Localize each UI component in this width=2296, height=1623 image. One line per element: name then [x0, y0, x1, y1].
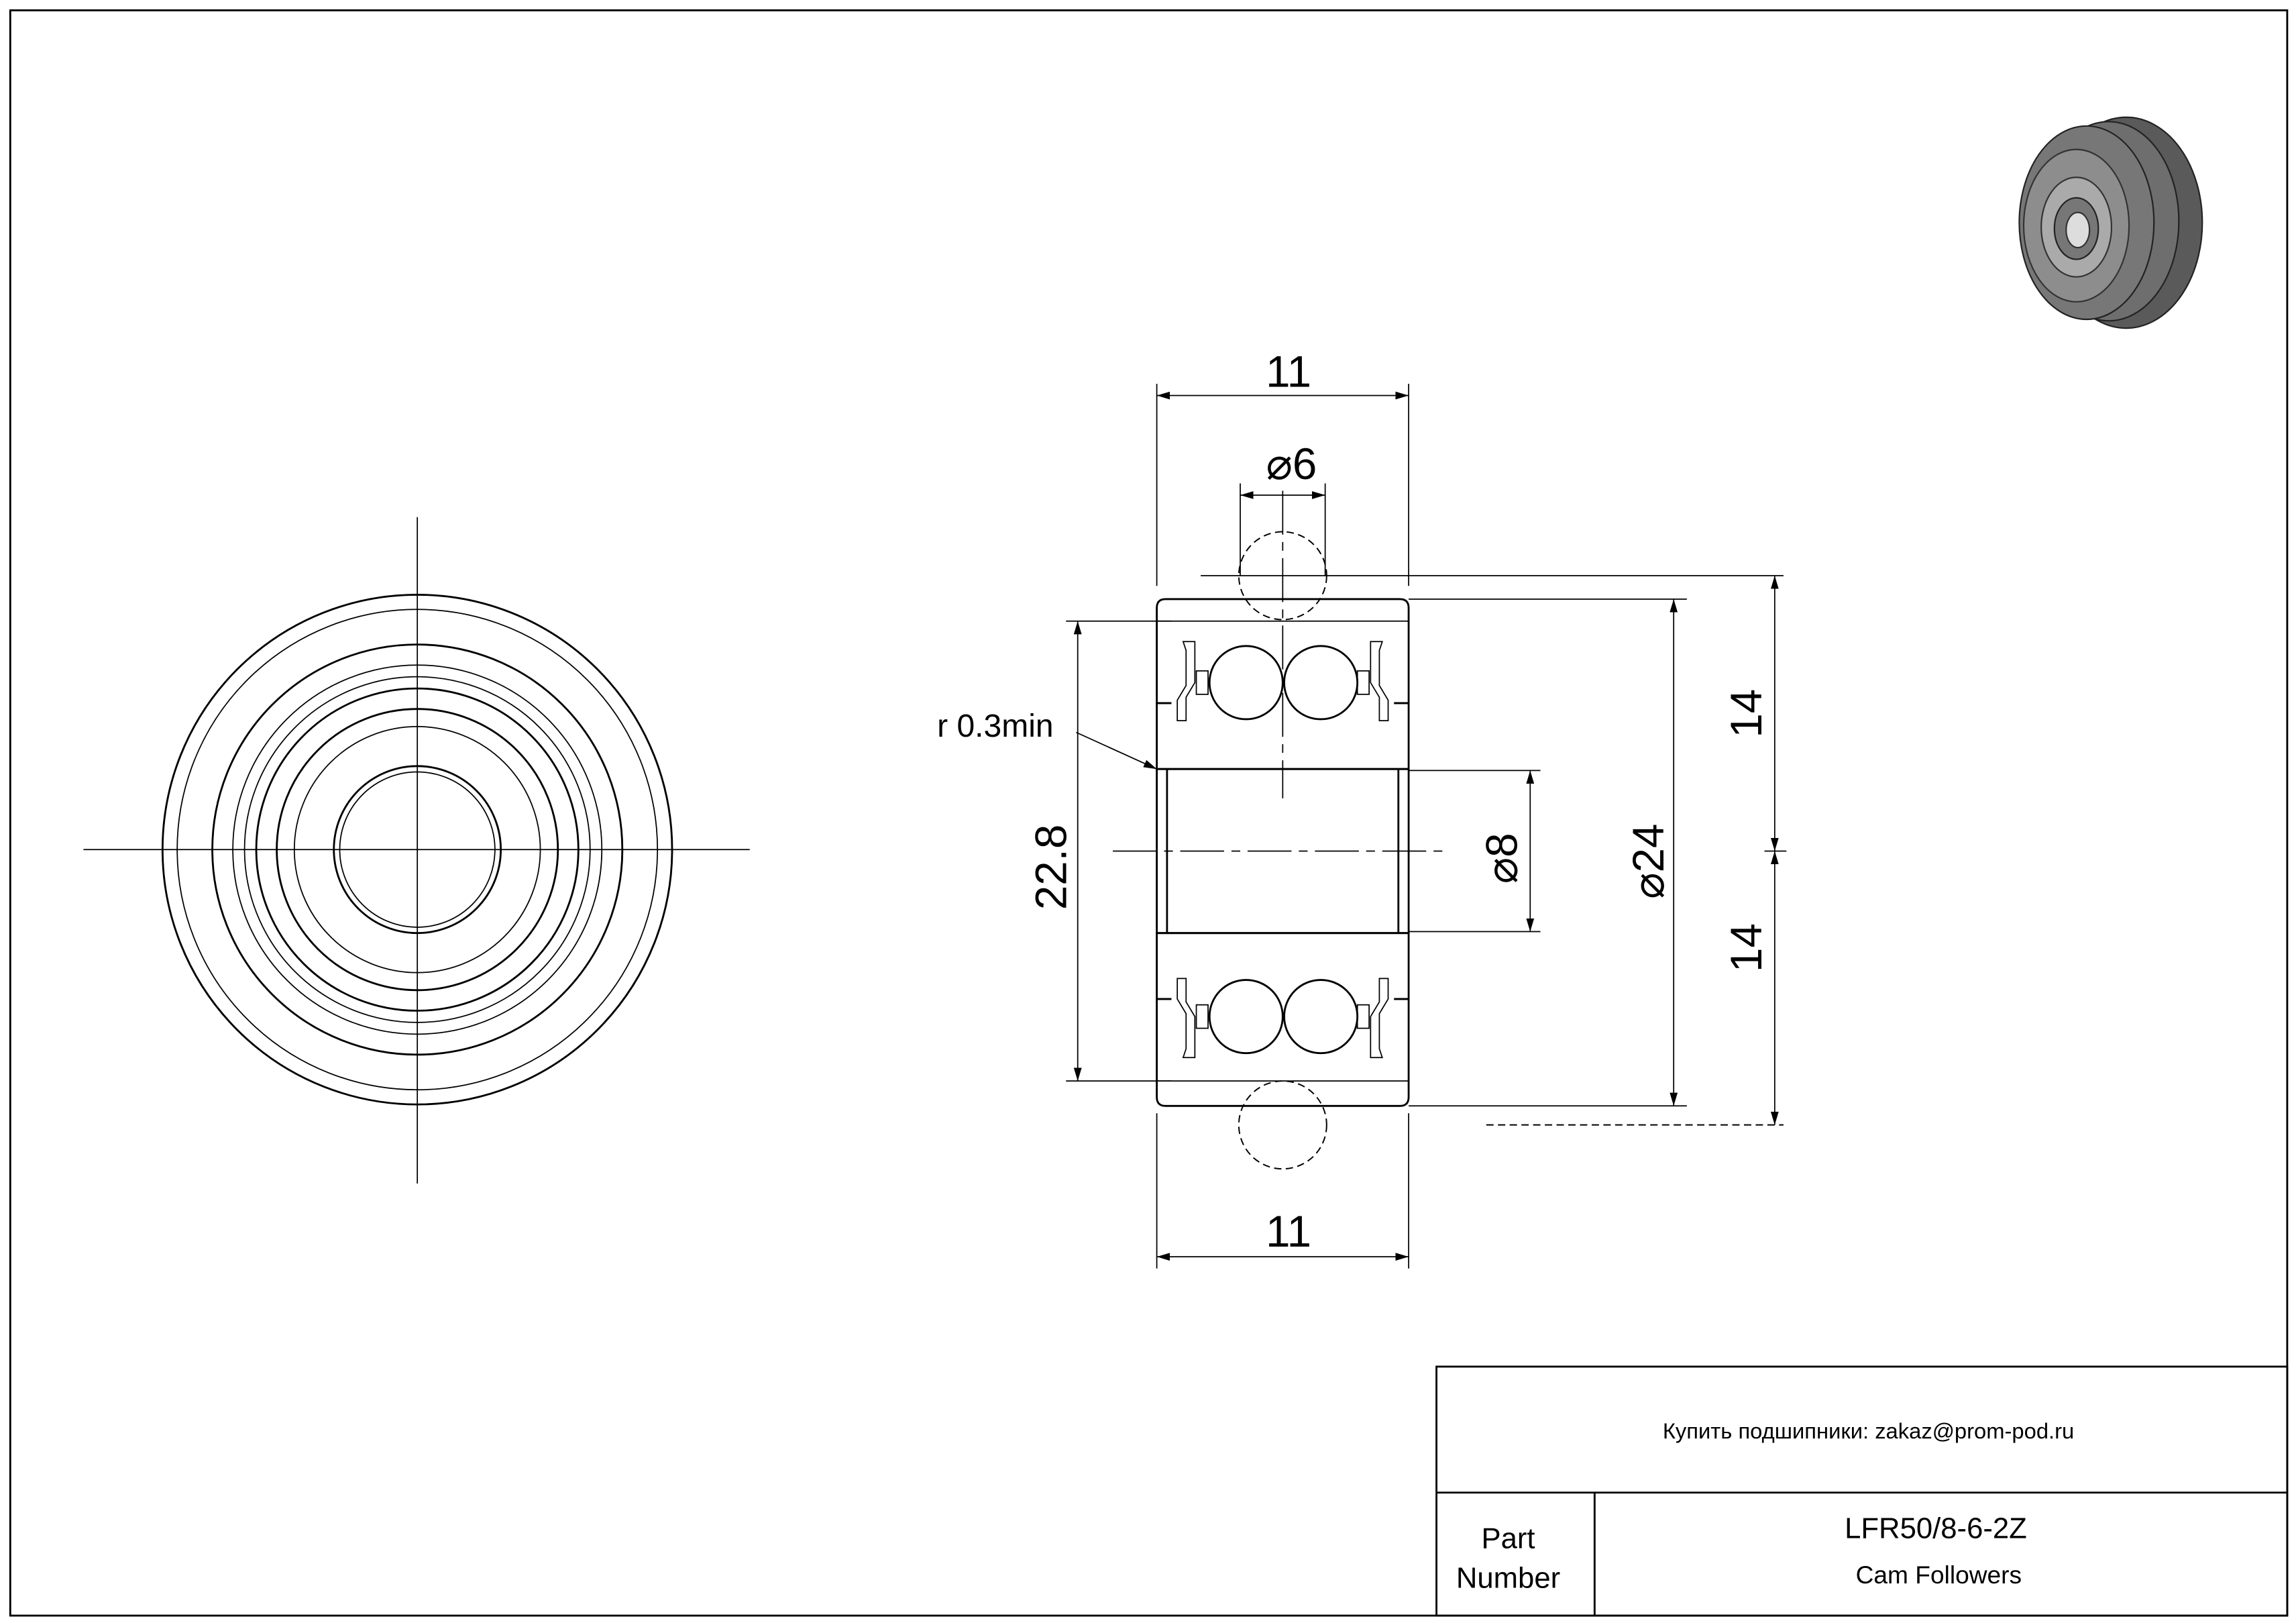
contact-text: Купить подшипники: zakaz@prom-pod.ru [1663, 1418, 2074, 1443]
dim-width-bottom: 11 [1266, 1207, 1311, 1256]
dim-bore-dia: ⌀8 [1478, 833, 1527, 884]
title-block: Купить подшипники: zakaz@prom-pod.ru Par… [1435, 1365, 2289, 1617]
section-view [1113, 490, 1784, 1170]
dim-ball-dia: ⌀6 [1266, 439, 1317, 488]
part-type: Cam Followers [1856, 1561, 2022, 1589]
ball [1208, 979, 1284, 1055]
dim-height-inner: 22.8 [1026, 825, 1075, 910]
dim-outer-dia: ⌀24 [1624, 824, 1673, 899]
part-label-line2: Number [1456, 1562, 1560, 1595]
sheet-border [9, 9, 2289, 1617]
dim-radius-note: r 0.3min [937, 709, 1053, 744]
dimensions: 11 ⌀6 22.8 r 0.3min ⌀8 ⌀24 14 14 11 [937, 347, 1787, 1269]
dim-width-top: 11 [1266, 347, 1311, 396]
part-label-line1: Part [1481, 1522, 1535, 1555]
front-view [83, 517, 750, 1184]
bearing-3d-preview [2018, 116, 2203, 329]
dim-half-top: 14 [1722, 689, 1771, 738]
dim-half-bottom: 14 [1722, 923, 1771, 972]
part-number: LFR50/8-6-2Z [1845, 1512, 2027, 1545]
